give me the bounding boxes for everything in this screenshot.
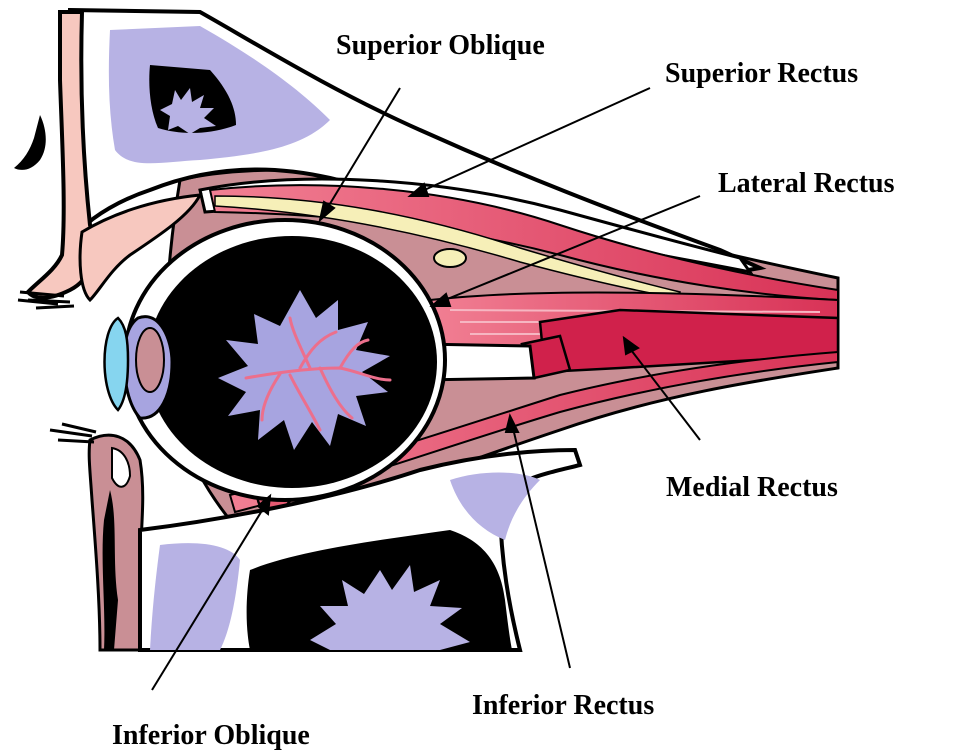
trochlea: [434, 249, 466, 267]
lower-structures: [50, 424, 143, 650]
label-inferior-oblique: Inferior Oblique: [112, 720, 310, 751]
brow-dark-line: [14, 115, 46, 170]
pupil-lens: [136, 328, 164, 392]
cornea: [105, 318, 129, 410]
label-inferior-rectus: Inferior Rectus: [472, 690, 654, 721]
label-superior-rectus: Superior Rectus: [665, 58, 858, 89]
eyeball: [105, 220, 446, 500]
label-superior-oblique: Superior Oblique: [336, 30, 545, 61]
label-medial-rectus: Medial Rectus: [666, 472, 838, 503]
leader-superior-rectus: [420, 88, 650, 192]
eyelash-upper: [18, 292, 74, 308]
lower-bone-marrow-left: [150, 543, 240, 650]
label-lateral-rectus: Lateral Rectus: [718, 168, 895, 199]
